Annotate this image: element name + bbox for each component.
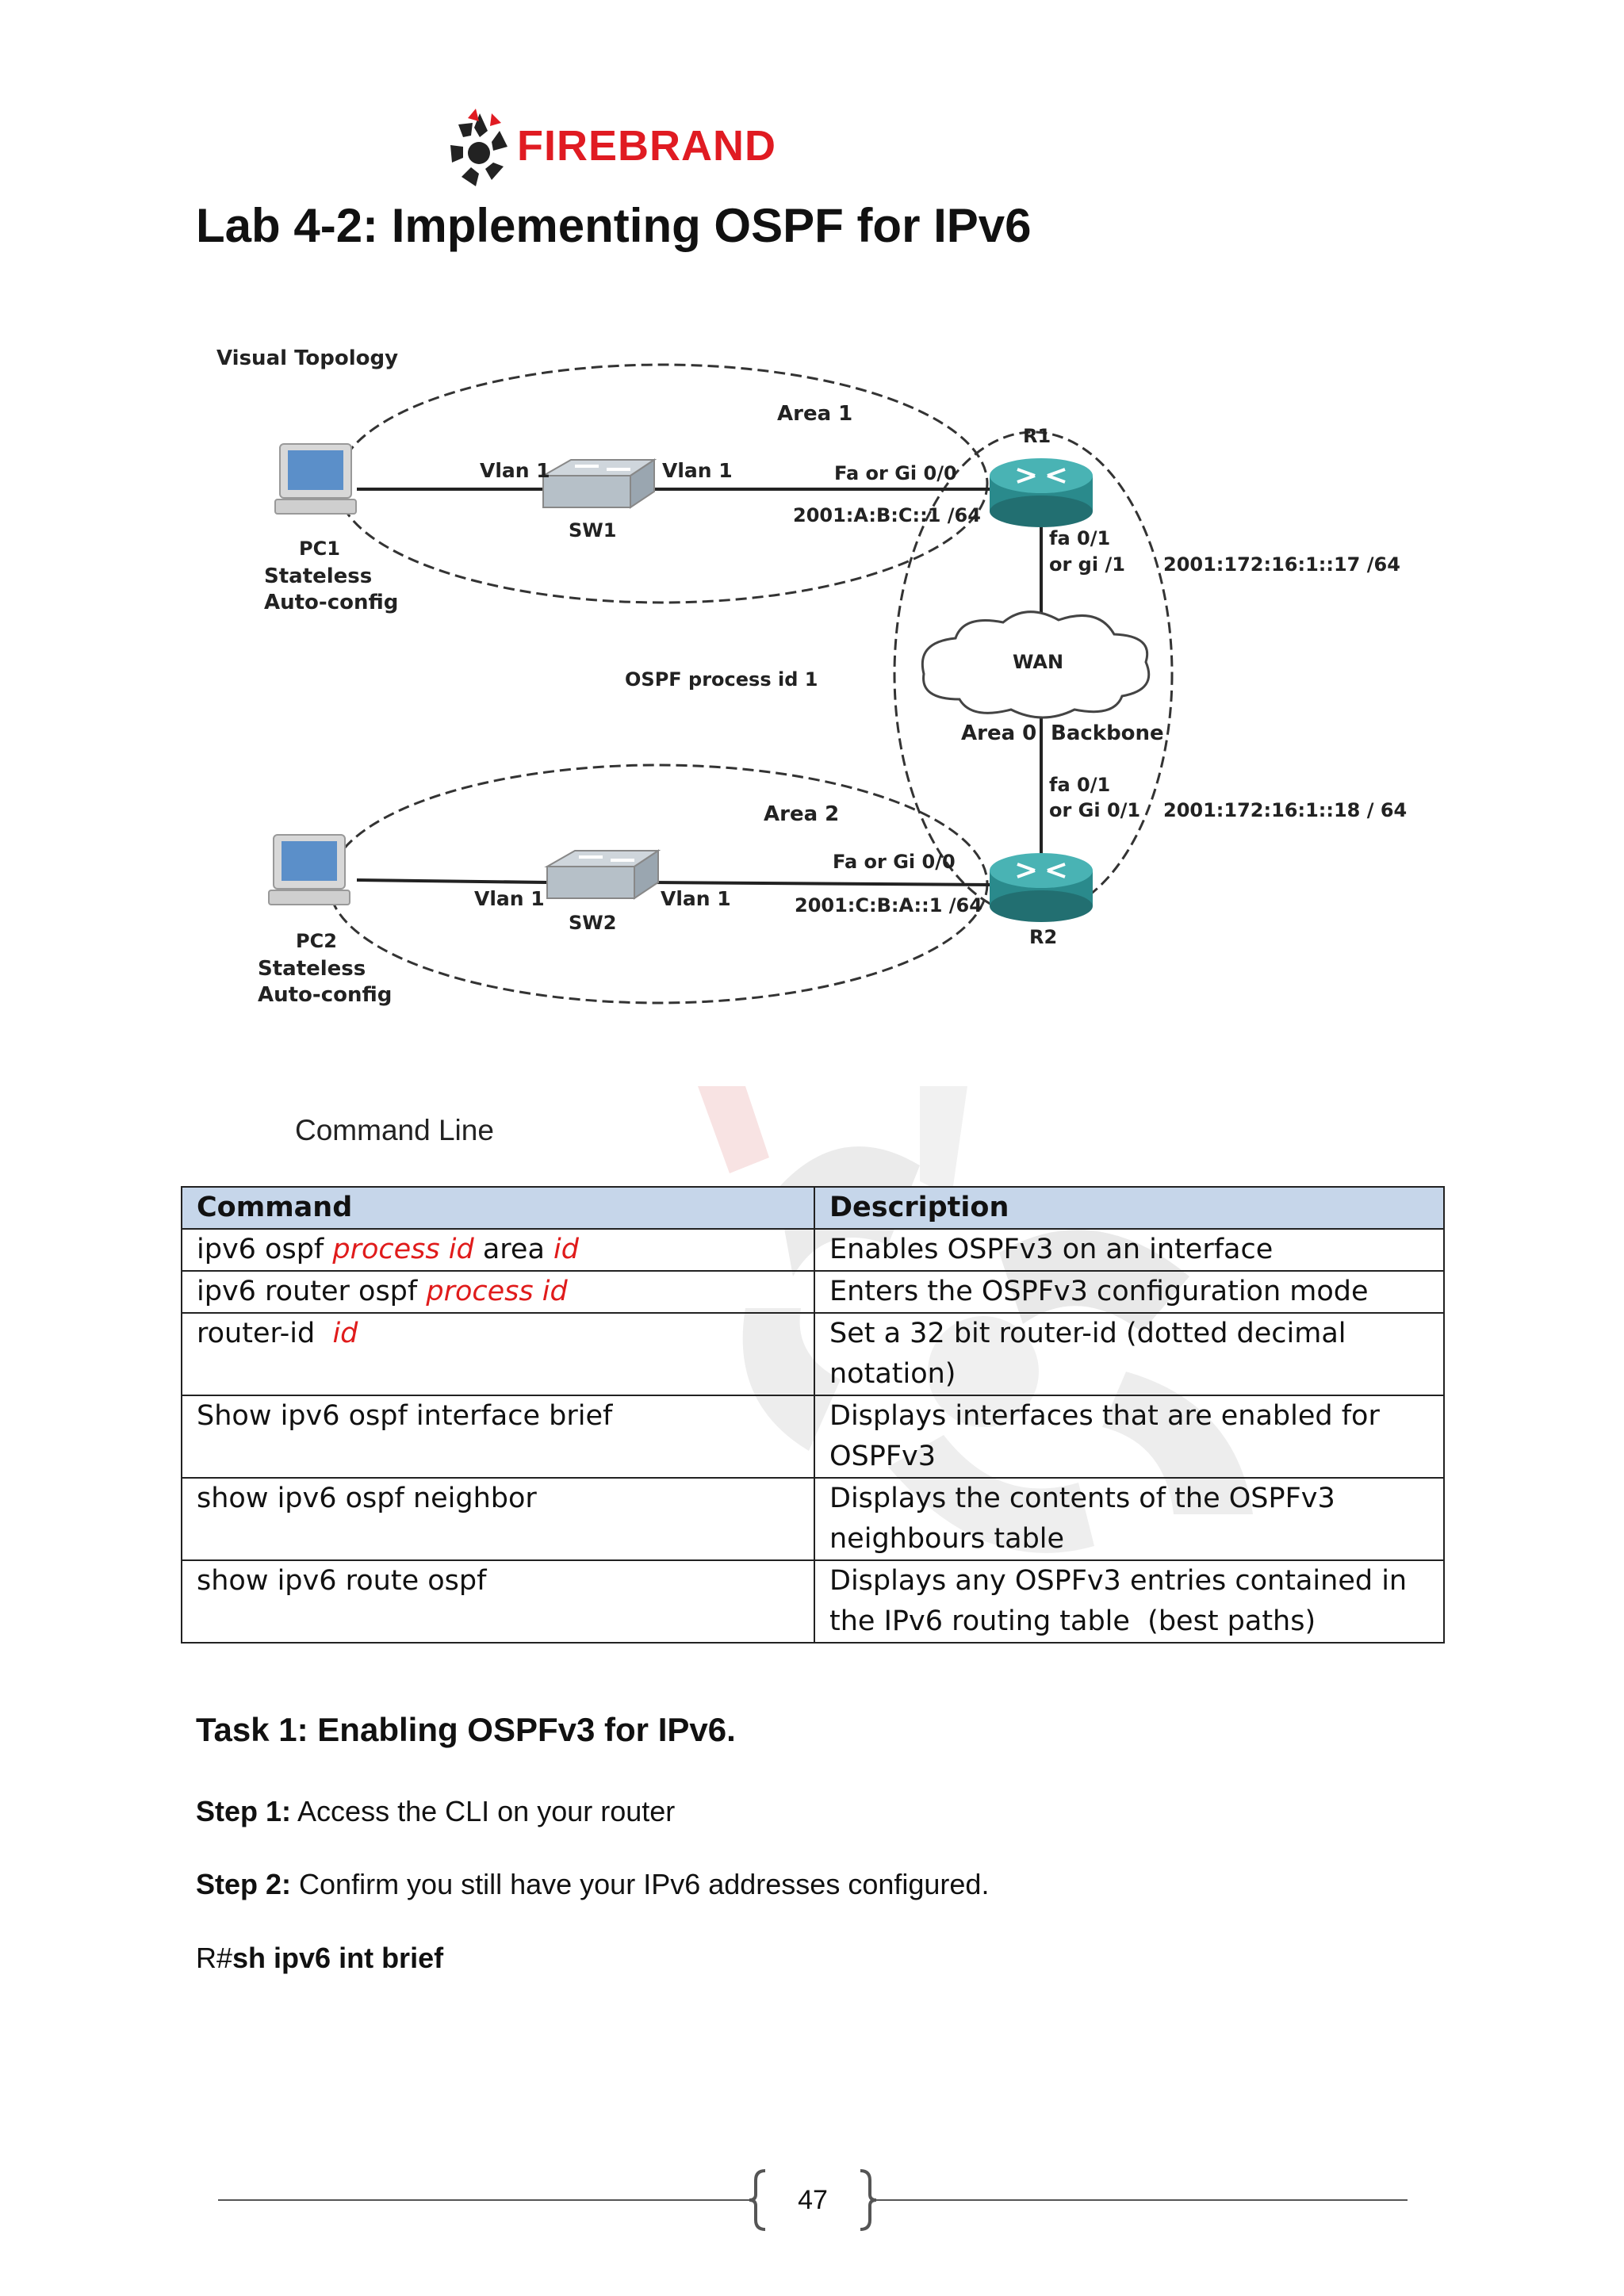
command-cell: ipv6 ospf process id area id: [181, 1228, 815, 1272]
topology-diagram: Visual Topology Area 1 R1 Vlan 1 Vlan 1 …: [216, 346, 1407, 1007]
description-cell: Displays the contents of the OSPFv3 neig…: [814, 1477, 1445, 1561]
label-wan: WAN: [1013, 651, 1063, 673]
label-pc2-stateless: Stateless: [258, 957, 366, 981]
header-command: Command: [181, 1186, 815, 1230]
label-addr-17: 2001:172:16:1::17 /64: [1163, 553, 1400, 576]
label-addr-c: 2001:C:B:A::1 /64: [795, 894, 982, 916]
table-row: Show ipv6 ospf interface brief Displays …: [181, 1395, 1445, 1479]
firebrand-emblem-icon: [450, 109, 508, 186]
label-sw1: SW1: [569, 519, 616, 541]
label-vlan1-a: Vlan 1: [480, 459, 550, 482]
header-description: Description: [814, 1186, 1445, 1230]
logo-wordmark: FIREBRAND: [517, 122, 776, 170]
link-sw2-r2: [649, 881, 992, 886]
label-pc1-stateless: Stateless: [264, 564, 372, 588]
label-r2-fa01: fa 0/1: [1049, 774, 1110, 796]
command-cell: show ipv6 route ospf: [181, 1559, 815, 1644]
step2: Step 2: Confirm you still have your IPv6…: [196, 1868, 990, 1900]
label-pc1: PC1: [299, 538, 340, 560]
label-pc1-autoconfig: Auto-config: [264, 591, 398, 614]
table-row: router-id id Set a 32 bit router-id (dot…: [181, 1312, 1445, 1396]
table-row: ipv6 router ospf process id Enters the O…: [181, 1270, 1445, 1314]
description-cell: Enables OSPFv3 on an interface: [814, 1228, 1445, 1272]
label-pc2-autoconfig: Auto-config: [258, 983, 392, 1007]
label-backbone: Backbone: [1051, 721, 1164, 745]
command-cell: ipv6 router ospf process id: [181, 1270, 815, 1314]
label-addr-18: 2001:172:16:1::18 / 64: [1163, 799, 1407, 821]
label-fa-gi-00-r2: Fa or Gi 0/0: [833, 851, 956, 873]
table-row: ipv6 ospf process id area id Enables OSP…: [181, 1228, 1445, 1272]
description-cell: Set a 32 bit router-id (dotted decimal n…: [814, 1312, 1445, 1396]
label-fa-gi-00-r1: Fa or Gi 0/0: [834, 462, 957, 484]
task1-heading: Task 1: Enabling OSPFv3 for IPv6.: [196, 1711, 736, 1748]
sw2-switch-icon: [544, 849, 661, 900]
label-r1-gi1: or gi /1: [1049, 553, 1125, 576]
page-footer: 47: [218, 2164, 1408, 2236]
page-number: 47: [798, 2185, 828, 2215]
link-pc2-sw2: [356, 878, 548, 884]
label-r1: R1: [1023, 425, 1051, 447]
label-vlan1-d: Vlan 1: [661, 887, 731, 910]
label-ospf-process: OSPF process id 1: [625, 668, 818, 691]
sw1-switch-icon: [540, 458, 657, 509]
command-cell: router-id id: [181, 1312, 815, 1396]
label-r2: R2: [1029, 926, 1057, 948]
label-r2-gi01: or Gi 0/1: [1049, 799, 1140, 821]
label-sw2: SW2: [569, 912, 616, 934]
label-r1-fa01: fa 0/1: [1049, 527, 1110, 549]
description-cell: Displays any OSPFv3 entries contained in…: [814, 1559, 1445, 1644]
command-example: R#sh ipv6 int brief: [196, 1942, 444, 1974]
command-line-label: Command Line: [295, 1114, 494, 1146]
firebrand-logo: FIREBRAND: [444, 107, 776, 194]
command-cell: Show ipv6 ospf interface brief: [181, 1395, 815, 1479]
table-header-row: Command Description: [181, 1186, 1445, 1230]
step1: Step 1: Access the CLI on your router: [196, 1795, 676, 1827]
label-pc2: PC2: [296, 930, 337, 952]
table-row: show ipv6 route ospf Displays any OSPFv3…: [181, 1559, 1445, 1644]
r1-router-icon: [990, 458, 1093, 527]
pc2-icon: [268, 834, 350, 905]
page-title: Lab 4-2: Implementing OSPF for IPv6: [196, 199, 1032, 252]
label-addr-a: 2001:A:B:C::1 /64: [793, 504, 981, 526]
command-table: Command Description ipv6 ospf process id…: [181, 1186, 1445, 1644]
label-area1: Area 1: [777, 402, 852, 426]
label-vlan1-c: Vlan 1: [474, 887, 545, 910]
label-vlan1-b: Vlan 1: [662, 459, 733, 482]
footer-rule: [218, 2169, 1408, 2231]
description-cell: Displays interfaces that are enabled for…: [814, 1395, 1445, 1479]
wan-cloud-icon: [921, 610, 1151, 719]
table-row: show ipv6 ospf neighbor Displays the con…: [181, 1477, 1445, 1561]
pc1-icon: [274, 443, 357, 515]
label-visual-topology: Visual Topology: [216, 346, 398, 370]
command-cell: show ipv6 ospf neighbor: [181, 1477, 815, 1561]
r2-router-icon: [990, 853, 1093, 922]
label-area0: Area 0: [961, 721, 1036, 745]
label-area2: Area 2: [764, 802, 839, 826]
description-cell: Enters the OSPFv3 configuration mode: [814, 1270, 1445, 1314]
